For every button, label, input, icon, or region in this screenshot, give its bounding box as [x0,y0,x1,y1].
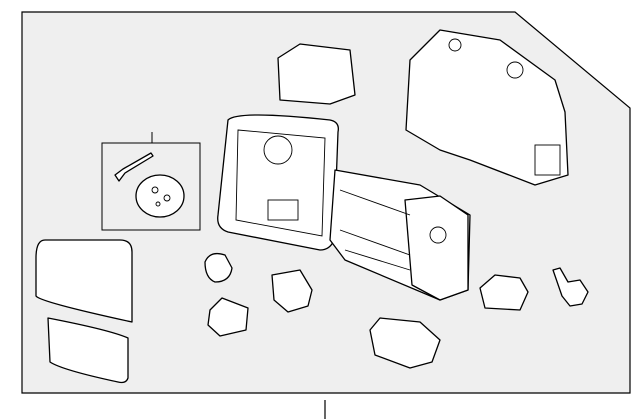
mirror-glass-upper [35,239,133,323]
arm-base [405,29,569,186]
clip-part-1 [204,252,233,283]
connector-part [271,269,313,313]
screw-part [114,152,154,182]
clip-part-2 [207,297,249,337]
bracket-group [101,132,201,231]
grommet-part [135,174,185,218]
mirror-housing [217,114,471,301]
mirror-glass-lower [47,317,129,384]
cover-part-bottom [369,317,441,369]
bulb-part [552,267,589,307]
bracket-cover-top [277,43,356,105]
cap-part [479,274,529,311]
